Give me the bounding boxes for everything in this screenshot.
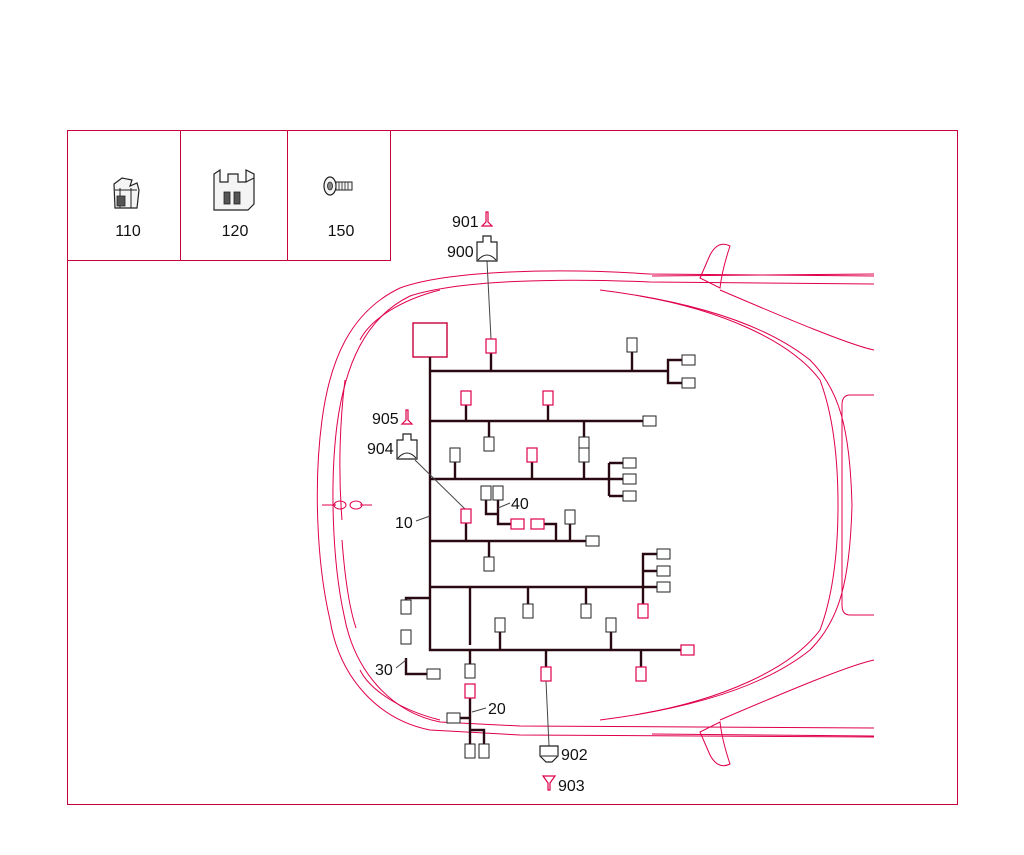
part-label: 150 bbox=[328, 223, 355, 240]
connectors bbox=[400, 337, 696, 759]
callout-40: 40 bbox=[511, 496, 529, 513]
callout-905: 905 bbox=[372, 411, 399, 428]
callout-900: 900 bbox=[447, 244, 474, 261]
diagram-frame bbox=[67, 130, 958, 805]
callout-10: 10 bbox=[395, 515, 413, 532]
lead-902 bbox=[545, 680, 550, 747]
callout-904: 904 bbox=[367, 441, 394, 458]
part-150: 150 bbox=[323, 176, 355, 240]
part-903-symbol bbox=[541, 775, 557, 791]
part-label: 110 bbox=[115, 223, 141, 240]
part-120: 120 bbox=[213, 168, 255, 240]
callout-leader-30 bbox=[395, 659, 407, 669]
callout-leader-40 bbox=[497, 502, 511, 509]
part-905-symbol bbox=[400, 409, 414, 425]
part-901-symbol bbox=[480, 211, 494, 227]
callout-30: 30 bbox=[375, 662, 393, 679]
callout-20: 20 bbox=[488, 701, 506, 718]
callout-903: 903 bbox=[558, 778, 585, 795]
callout-901: 901 bbox=[452, 214, 479, 231]
holder-icon bbox=[213, 168, 255, 211]
car-outline bbox=[316, 243, 875, 767]
lead-904 bbox=[414, 459, 467, 511]
part-904-symbol bbox=[396, 433, 418, 460]
parts-table: 110 120 150 bbox=[67, 130, 391, 261]
relay-box bbox=[412, 322, 448, 358]
callout-leader-10 bbox=[415, 515, 431, 522]
callout-902: 902 bbox=[561, 747, 588, 764]
part-label: 120 bbox=[222, 223, 249, 240]
screw-icon bbox=[323, 176, 353, 196]
part-110: 110 bbox=[113, 177, 141, 240]
lead-900 bbox=[486, 260, 492, 340]
callout-leader-20 bbox=[471, 707, 487, 713]
harness-10 bbox=[404, 352, 688, 744]
part-900-symbol bbox=[476, 235, 498, 262]
part-902-symbol bbox=[539, 745, 559, 763]
clip-icon bbox=[113, 177, 140, 209]
